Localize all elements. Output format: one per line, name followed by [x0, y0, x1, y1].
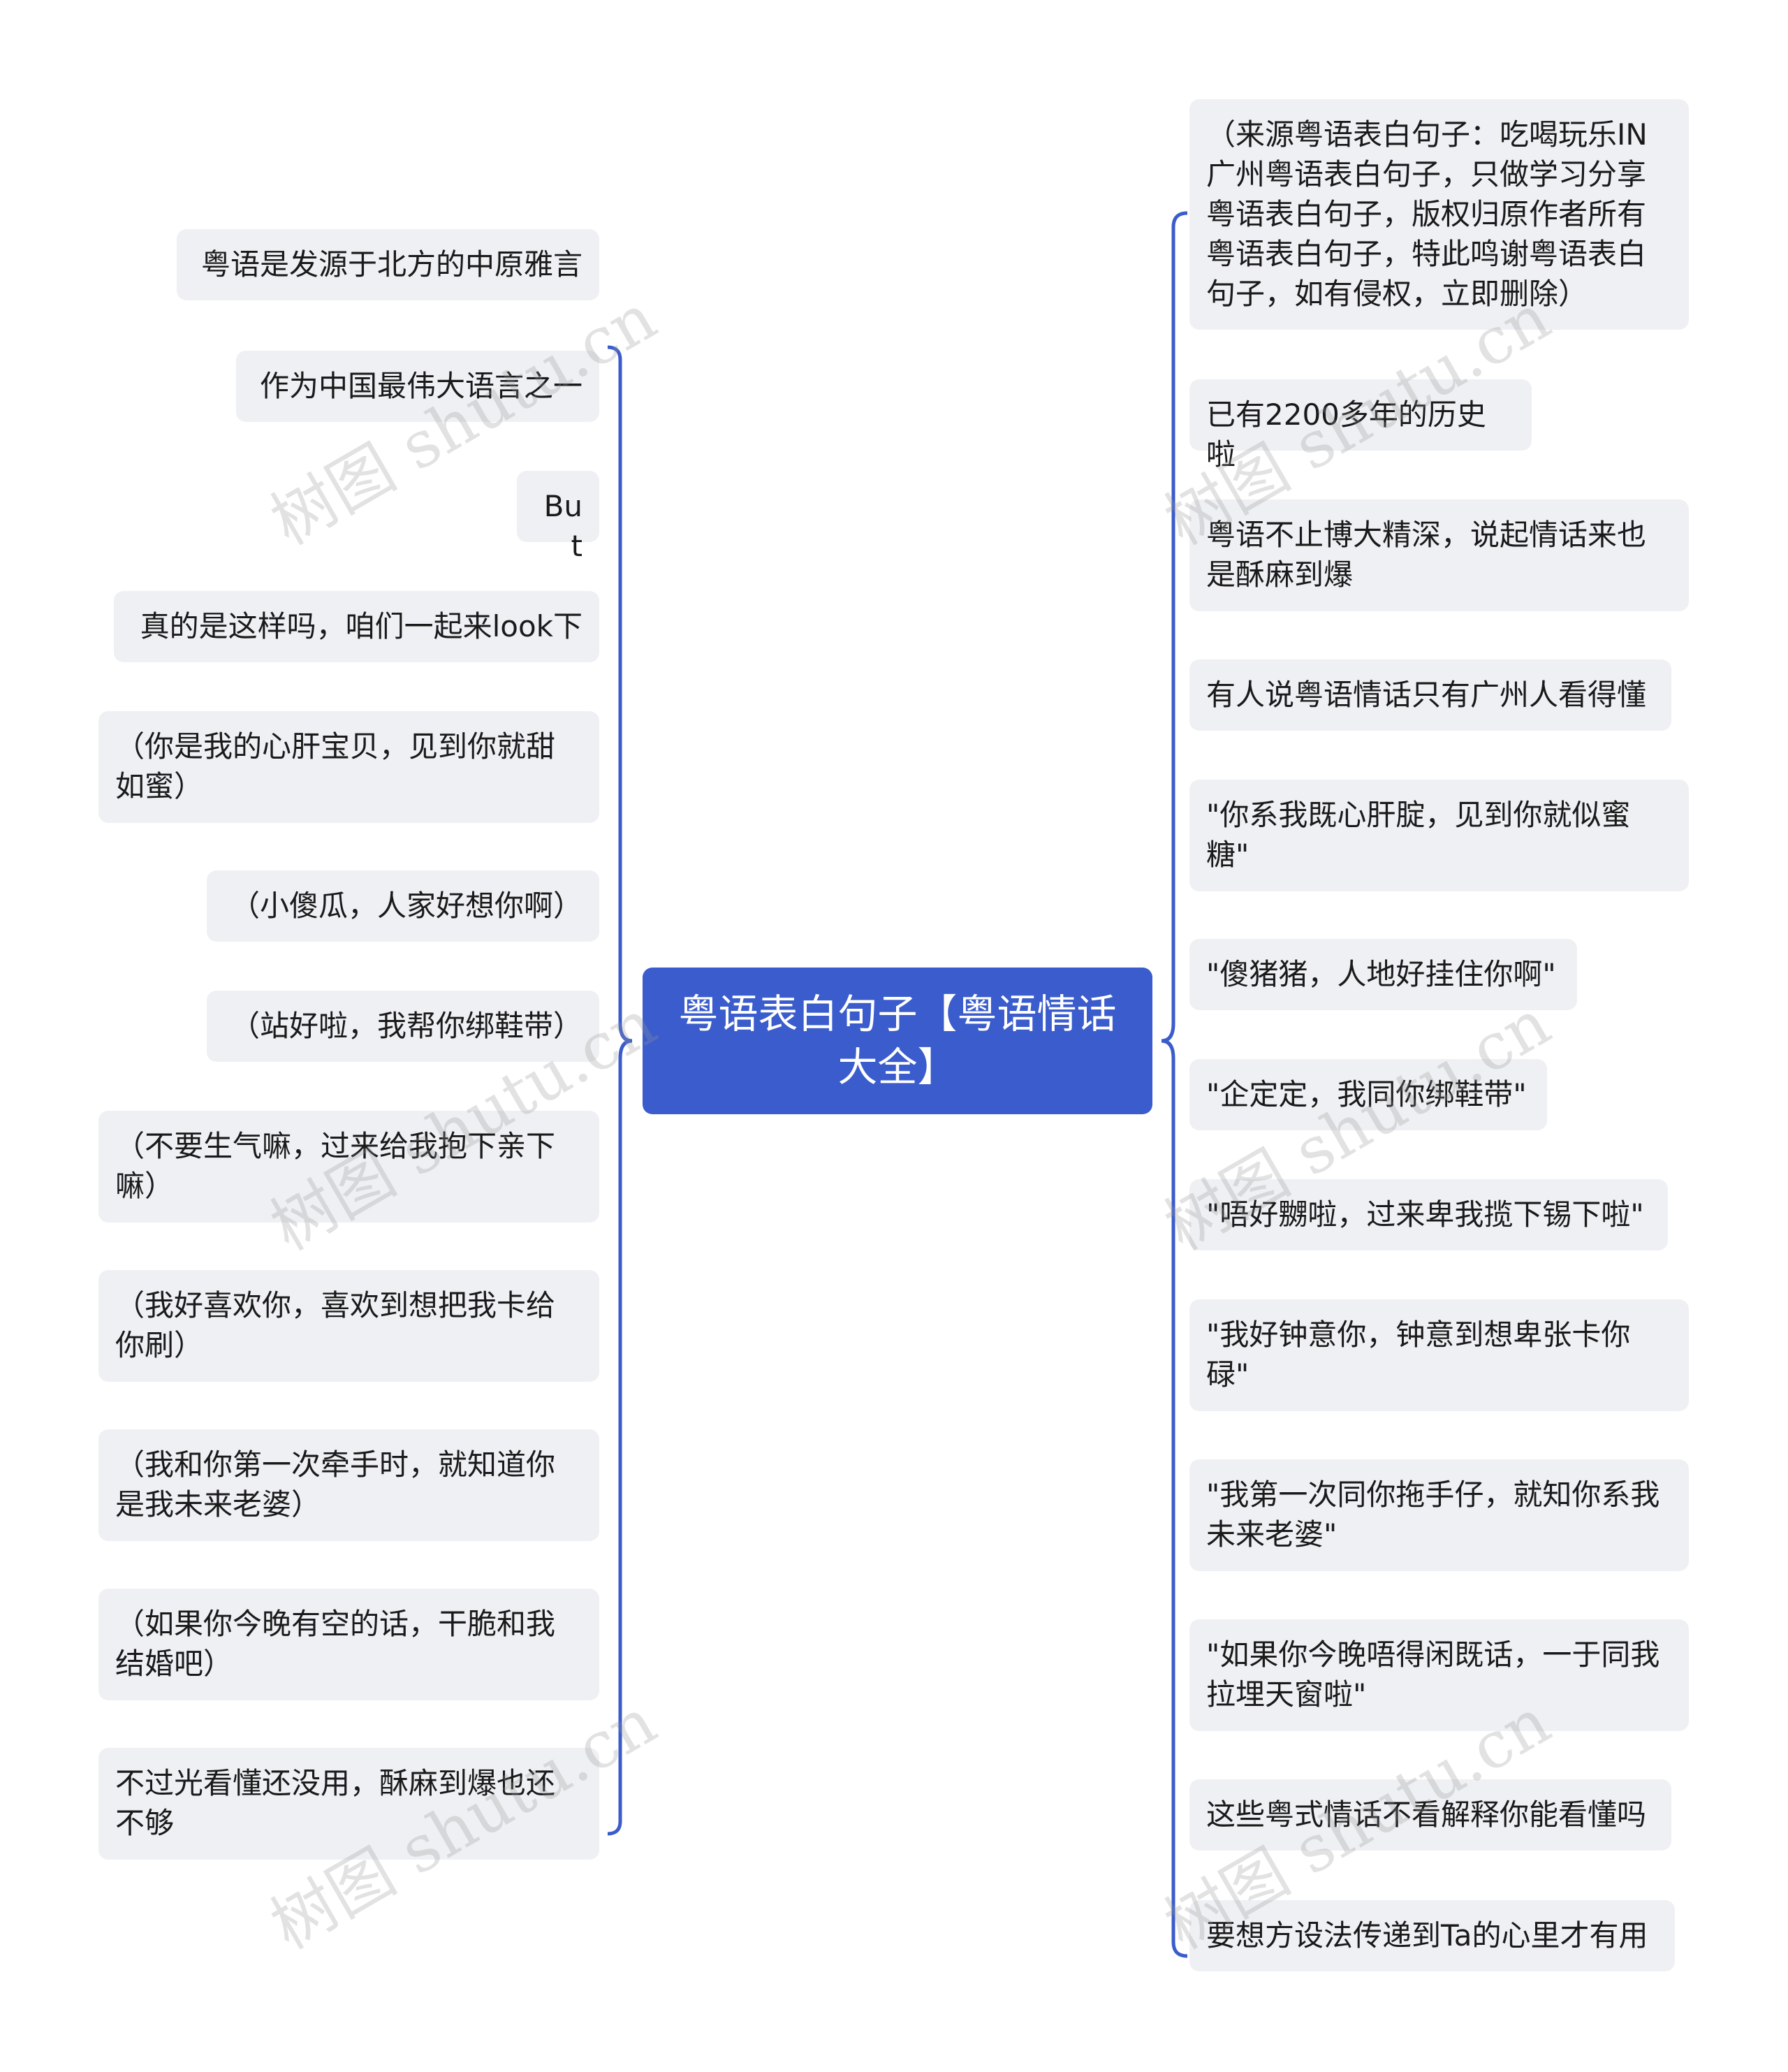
right-node-12-label: 要想方设法传递到Ta的心里才有用	[1206, 1918, 1648, 1953]
right-node-8-label: "我好钟意你，钟意到想卑张卡你碌"	[1206, 1318, 1631, 1392]
right-node-6[interactable]: "企定定，我同你绑鞋带"	[1189, 1059, 1547, 1130]
left-node-9-label: （如果你今晚有空的话，干脆和我结婚吧）	[115, 1607, 556, 1681]
left-node-3-label: （你是我的心肝宝贝，见到你就甜如蜜）	[115, 729, 556, 803]
right-node-10[interactable]: "如果你今晚唔得闲既话，一于同我拉埋天窗啦"	[1189, 1619, 1689, 1731]
right-node-8[interactable]: "我好钟意你，钟意到想卑张卡你碌"	[1189, 1299, 1689, 1411]
left-node-10-label: 不过光看懂还没用，酥麻到爆也还不够	[115, 1766, 556, 1840]
right-node-11-label: 这些粤式情话不看解释你能看懂吗	[1206, 1797, 1647, 1832]
right-node-6-label: "企定定，我同你绑鞋带"	[1206, 1077, 1527, 1111]
root-topic[interactable]: 粤语表白句子【粤语情话大全】	[643, 968, 1152, 1114]
right-node-2[interactable]: 粤语不止博大精深，说起情话来也是酥麻到爆	[1189, 499, 1689, 611]
left-detached-node-label: 粤语是发源于北方的中原雅言	[200, 247, 582, 282]
right-node-12[interactable]: 要想方设法传递到Ta的心里才有用	[1189, 1900, 1675, 1971]
root-topic-label: 粤语表白句子【粤语情话大全】	[678, 991, 1117, 1090]
left-node-8-label: （我和你第一次牵手时，就知道你是我未来老婆）	[115, 1447, 556, 1522]
left-node-7[interactable]: （我好喜欢你，喜欢到想把我卡给你刷）	[98, 1270, 599, 1382]
right-node-0[interactable]: （来源粤语表白句子：吃喝玩乐IN广州粤语表白句子，只做学习分享粤语表白句子，版权…	[1189, 99, 1689, 330]
right-node-1[interactable]: 已有2200多年的历史啦	[1189, 379, 1532, 472]
right-node-4[interactable]: "你系我既心肝腚，见到你就似蜜糖"	[1189, 780, 1689, 891]
right-node-10-label: "如果你今晚唔得闲既话，一于同我拉埋天窗啦"	[1206, 1637, 1660, 1712]
left-node-5[interactable]: （站好啦，我帮你绑鞋带）	[207, 991, 599, 1062]
left-node-9[interactable]: （如果你今晚有空的话，干脆和我结婚吧）	[98, 1589, 599, 1700]
right-node-2-label: 粤语不止博大精深，说起情话来也是酥麻到爆	[1206, 518, 1647, 592]
right-node-9[interactable]: "我第一次同你拖手仔，就知你系我未来老婆"	[1189, 1459, 1689, 1571]
right-node-3[interactable]: 有人说粤语情话只有广州人看得懂	[1189, 659, 1671, 731]
left-node-2[interactable]: 真的是这样吗，咱们一起来look下	[114, 591, 599, 662]
left-bracket	[607, 345, 633, 1836]
left-node-4-label: （小傻瓜，人家好想你啊）	[230, 889, 582, 923]
left-node-0[interactable]: 作为中国最伟大语言之一	[236, 351, 599, 422]
left-node-1-label: But	[543, 489, 582, 563]
left-node-3[interactable]: （你是我的心肝宝贝，见到你就甜如蜜）	[98, 711, 599, 823]
right-node-7-label: "唔好嬲啦，过来卑我揽下锡下啦"	[1206, 1197, 1644, 1232]
left-node-2-label: 真的是这样吗，咱们一起来look下	[140, 609, 582, 643]
left-node-1[interactable]: But	[517, 471, 599, 563]
left-node-7-label: （我好喜欢你，喜欢到想把我卡给你刷）	[115, 1288, 556, 1362]
right-node-5-label: "傻猪猪，人地好挂住你啊"	[1206, 957, 1556, 991]
left-node-5-label: （站好啦，我帮你绑鞋带）	[230, 1009, 582, 1043]
left-node-4[interactable]: （小傻瓜，人家好想你啊）	[207, 870, 599, 942]
right-node-11[interactable]: 这些粤式情话不看解释你能看懂吗	[1189, 1779, 1671, 1851]
left-node-8[interactable]: （我和你第一次牵手时，就知道你是我未来老婆）	[98, 1429, 599, 1541]
left-node-0-label: 作为中国最伟大语言之一	[259, 369, 582, 403]
right-node-4-label: "你系我既心肝腚，见到你就似蜜糖"	[1206, 798, 1631, 872]
right-node-1-label: 已有2200多年的历史啦	[1206, 397, 1486, 472]
left-node-10[interactable]: 不过光看懂还没用，酥麻到爆也还不够	[98, 1748, 599, 1860]
right-node-7[interactable]: "唔好嬲啦，过来卑我揽下锡下啦"	[1189, 1179, 1668, 1250]
left-detached-node[interactable]: 粤语是发源于北方的中原雅言	[177, 229, 599, 300]
right-node-0-label: （来源粤语表白句子：吃喝玩乐IN广州粤语表白句子，只做学习分享粤语表白句子，版权…	[1206, 117, 1648, 311]
right-node-5[interactable]: "傻猪猪，人地好挂住你啊"	[1189, 939, 1577, 1010]
left-node-6-label: （不要生气嘛，过来给我抱下亲下嘛）	[115, 1129, 556, 1203]
left-node-6[interactable]: （不要生气嘛，过来给我抱下亲下嘛）	[98, 1111, 599, 1223]
right-node-9-label: "我第一次同你拖手仔，就知你系我未来老婆"	[1206, 1478, 1660, 1552]
right-node-3-label: 有人说粤语情话只有广州人看得懂	[1206, 678, 1647, 712]
